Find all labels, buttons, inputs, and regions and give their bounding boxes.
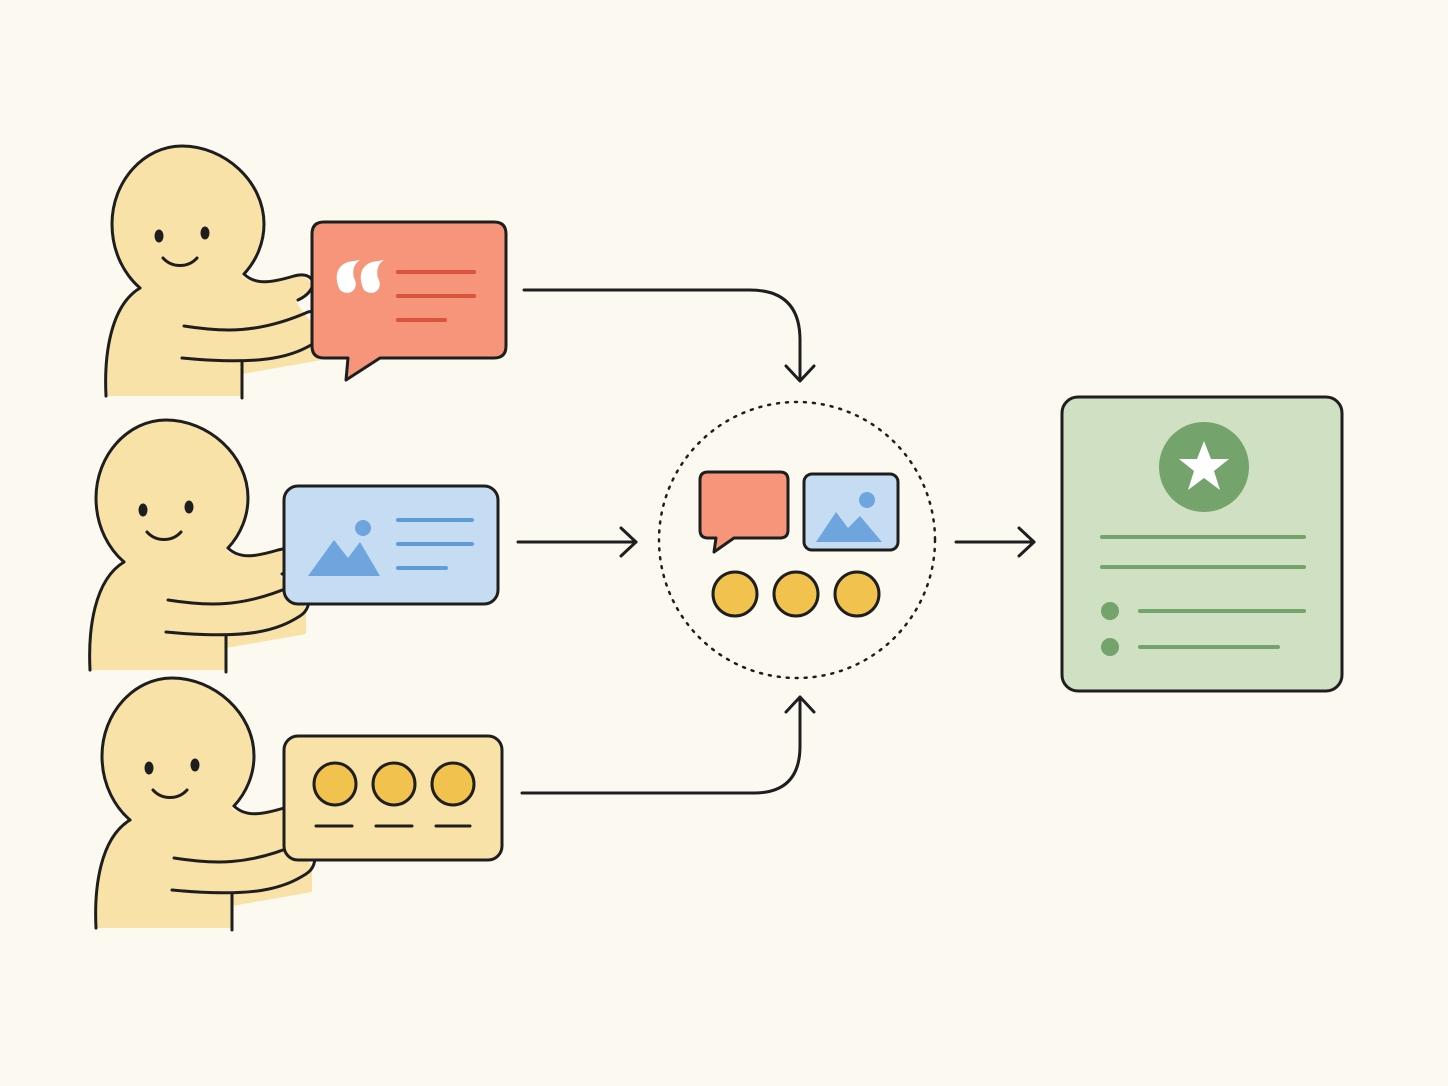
dot-icon <box>772 570 820 618</box>
arrow-top <box>522 288 816 383</box>
rating-card <box>282 734 504 862</box>
image-card <box>282 484 500 606</box>
quote-card <box>310 220 508 382</box>
dot-icon <box>371 761 417 807</box>
dot-icon <box>833 570 881 618</box>
image-icon <box>308 520 380 576</box>
collection-hub <box>657 400 937 680</box>
result-card <box>1060 395 1344 693</box>
star-icon <box>1179 441 1229 490</box>
arrow-bottom <box>520 695 816 795</box>
dot-icon <box>312 761 358 807</box>
image-icon <box>802 472 900 552</box>
arrow-to-result <box>954 526 1036 558</box>
bullet-icon <box>1101 602 1119 620</box>
speech-bubble-icon <box>698 470 790 554</box>
contributor-1 <box>104 144 508 400</box>
dot-icon <box>711 570 759 618</box>
dot-icon <box>430 761 476 807</box>
bullet-icon <box>1101 638 1119 656</box>
rating-dots-icon <box>312 761 476 807</box>
contributor-2 <box>88 418 500 674</box>
contributor-3 <box>94 676 504 932</box>
quote-icon <box>336 260 384 293</box>
star-badge <box>1159 422 1249 512</box>
arrow-middle <box>516 526 638 558</box>
